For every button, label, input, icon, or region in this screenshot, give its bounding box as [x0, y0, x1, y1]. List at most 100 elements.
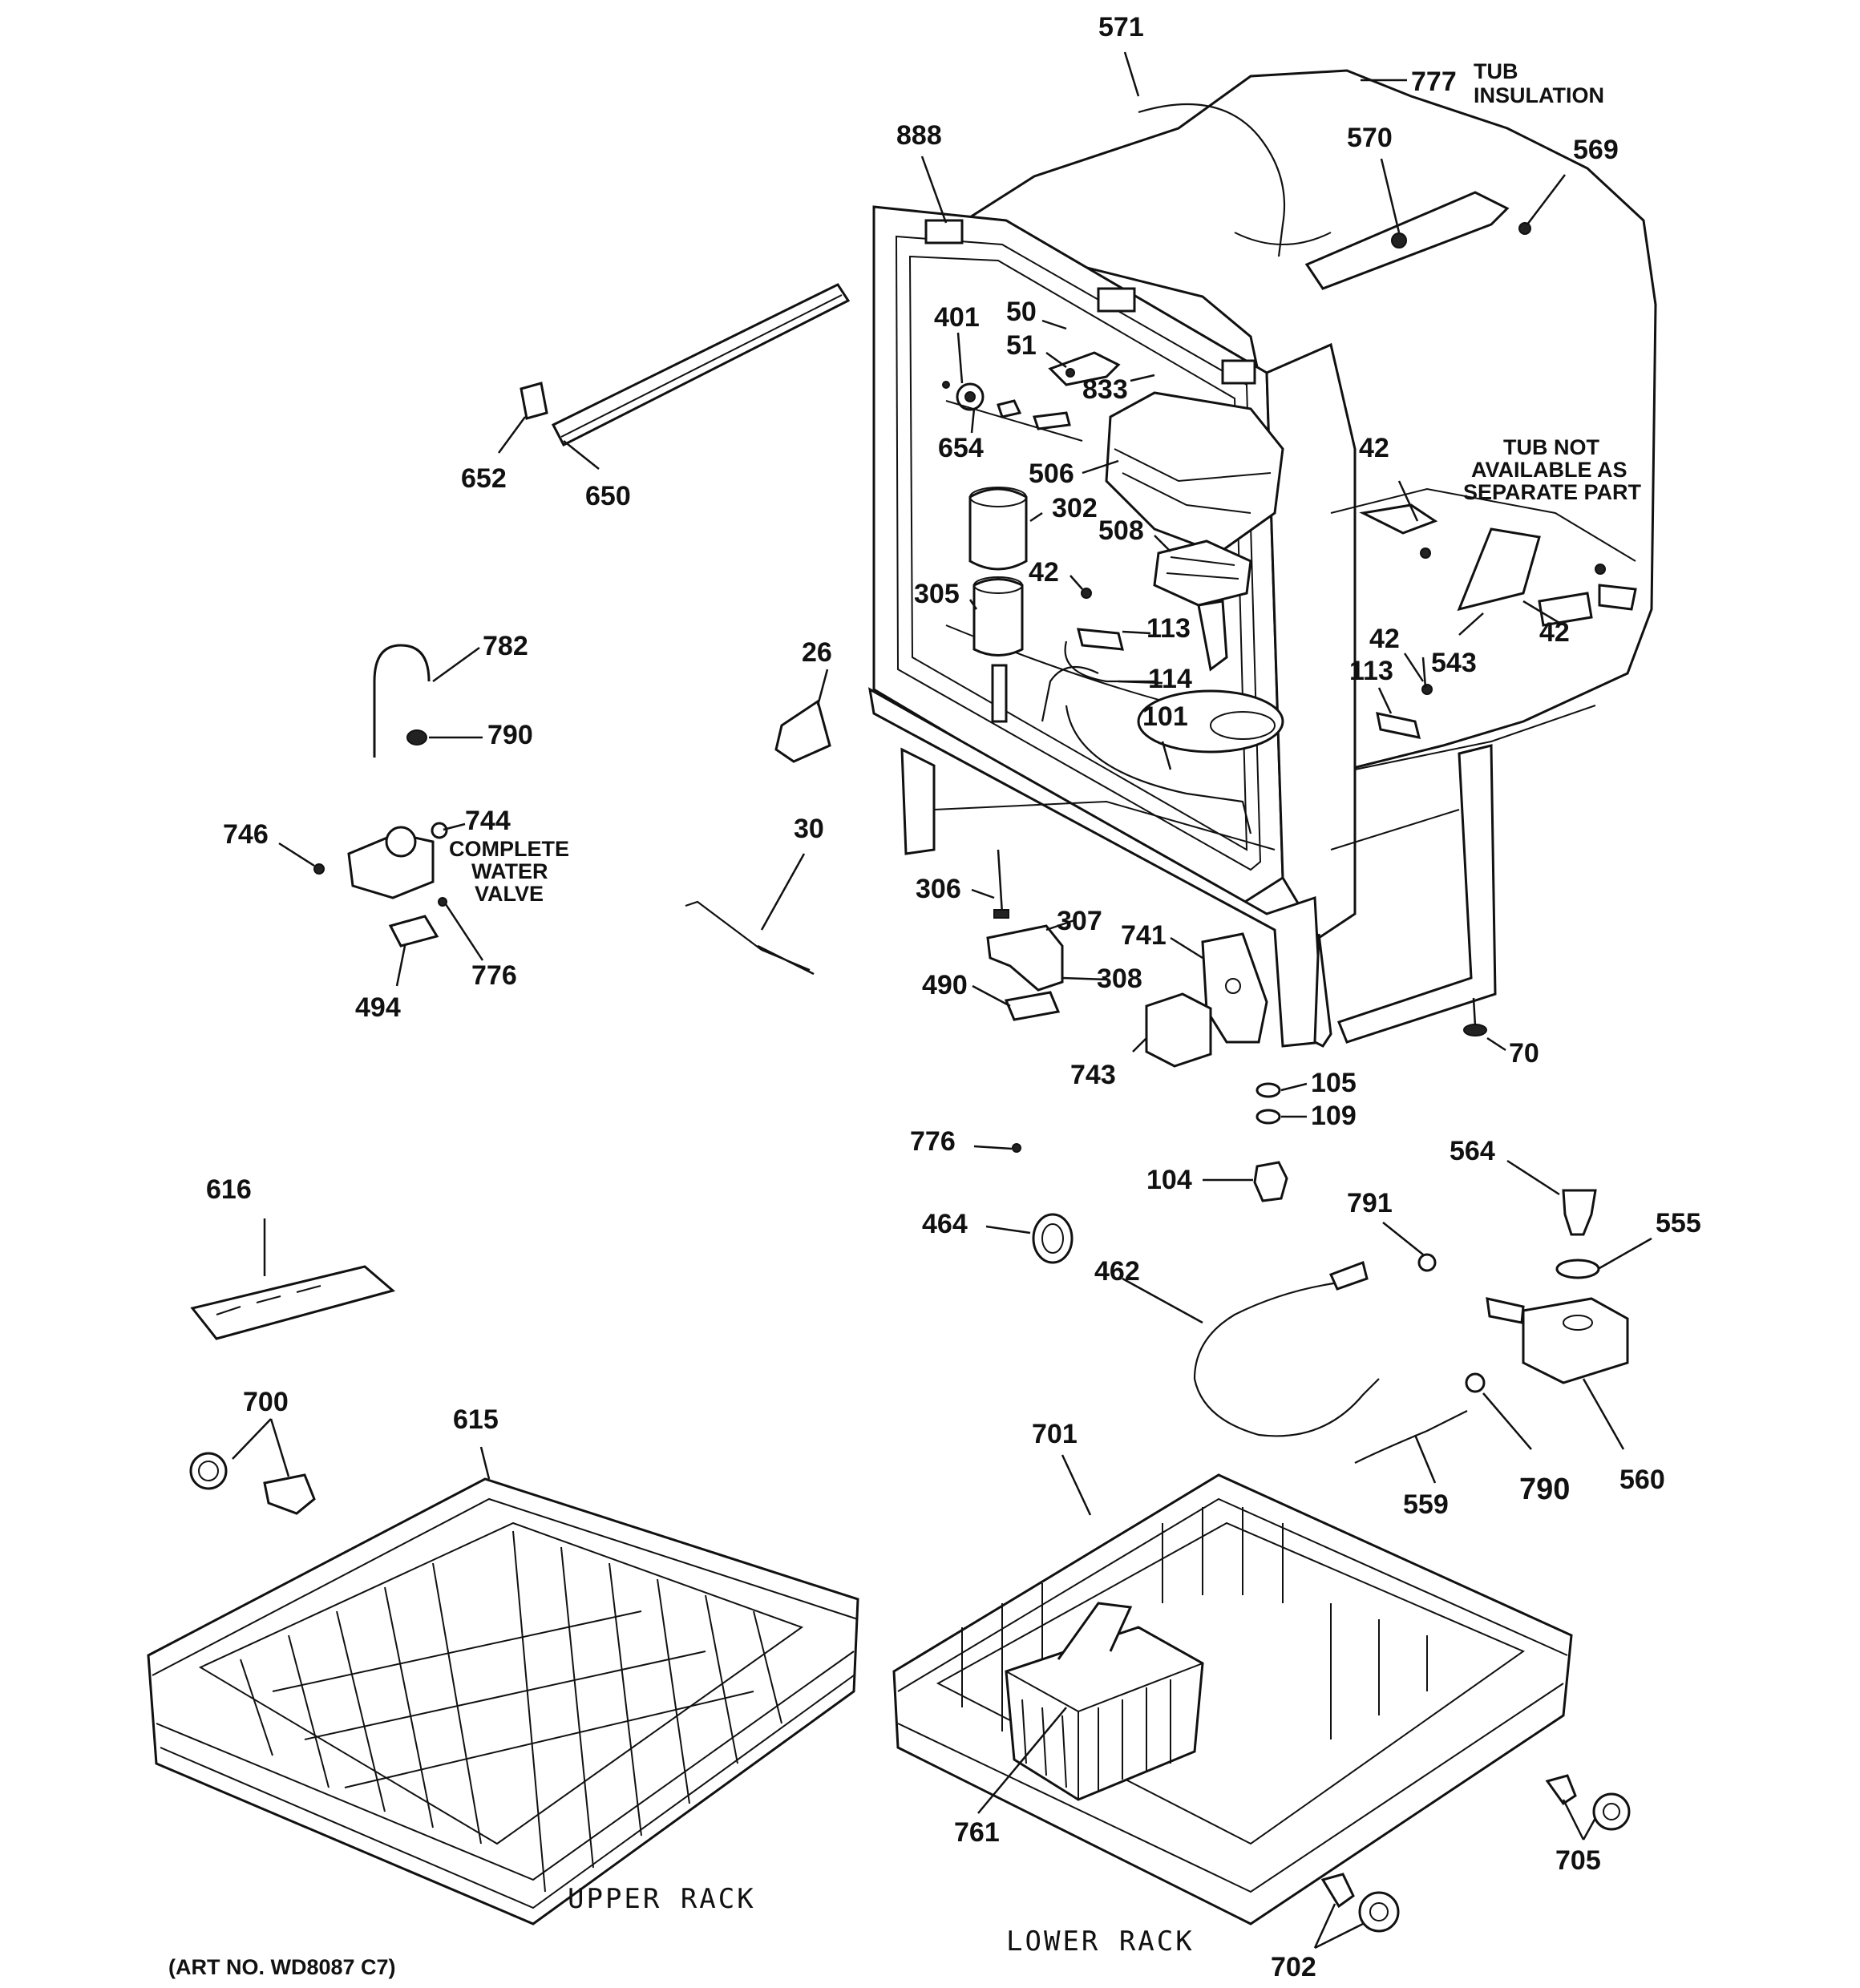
label-776a: 776	[471, 960, 517, 991]
label-652: 652	[461, 463, 507, 494]
label-616: 616	[206, 1174, 252, 1205]
label-776b: 776	[910, 1126, 956, 1157]
label-506: 506	[1029, 459, 1074, 489]
label-543: 543	[1431, 648, 1477, 678]
label-101: 101	[1142, 701, 1188, 732]
lower-spray-cylinder	[972, 578, 1024, 657]
label-555: 555	[1656, 1208, 1701, 1238]
label-105: 105	[1311, 1068, 1357, 1098]
lower-rack-caption: LOWER RACK	[1006, 1925, 1195, 1958]
label-494: 494	[355, 992, 401, 1023]
label-42b: 42	[1359, 433, 1389, 463]
leader-lines	[232, 51, 1652, 1950]
washer-109	[1256, 1109, 1281, 1125]
label-782: 782	[483, 631, 528, 661]
note-tub-not-line3: SEPARATE PART	[1463, 480, 1642, 504]
tub-vent-spring-hose	[1138, 103, 1286, 257]
upper-rack-caption: UPPER RACK	[568, 1883, 756, 1915]
o-ring	[1555, 1259, 1600, 1279]
door-switch-bracket	[986, 924, 1064, 992]
rack-roller	[189, 1452, 228, 1490]
label-42d: 42	[1369, 624, 1400, 654]
grommet	[1032, 1213, 1074, 1264]
label-42c: 42	[1539, 617, 1570, 648]
valve-bracket	[388, 915, 439, 948]
check-valve	[1562, 1189, 1597, 1236]
part-labels: 571 777 570 569 888 401 50 51 833 654 65…	[206, 12, 1701, 1982]
corner-cover	[774, 699, 831, 763]
door-switch	[1004, 991, 1061, 1021]
drain-hose	[1193, 1281, 1380, 1437]
spray-arm-manifold	[1105, 391, 1284, 555]
label-833: 833	[1082, 374, 1128, 405]
label-302: 302	[1052, 493, 1098, 523]
rack-wheel-702	[1358, 1891, 1400, 1933]
label-51: 51	[1006, 330, 1037, 361]
note-tub-insulation-line2: INSULATION	[1474, 83, 1604, 107]
label-571: 571	[1098, 12, 1144, 42]
label-307: 307	[1057, 906, 1102, 936]
terminal-box	[1145, 992, 1212, 1068]
rack-wheel-705	[1592, 1792, 1631, 1831]
label-744: 744	[465, 806, 511, 836]
label-109: 109	[1311, 1101, 1357, 1131]
label-308: 308	[1097, 964, 1142, 994]
label-560: 560	[1619, 1465, 1665, 1495]
label-777: 777	[1411, 67, 1457, 97]
label-743: 743	[1070, 1060, 1116, 1090]
control-bracket	[1201, 932, 1268, 1044]
label-305: 305	[914, 579, 960, 609]
label-113a: 113	[1146, 613, 1191, 644]
label-654: 654	[938, 433, 984, 463]
drain-fitting	[1253, 1161, 1288, 1202]
filter-screen	[1153, 539, 1252, 607]
label-701: 701	[1032, 1419, 1078, 1449]
label-741: 741	[1121, 920, 1167, 951]
door-gasket	[551, 283, 851, 447]
label-104: 104	[1146, 1165, 1192, 1195]
label-490: 490	[922, 970, 968, 1000]
label-508: 508	[1098, 515, 1144, 546]
door-spring	[685, 900, 811, 972]
label-564: 564	[1450, 1136, 1495, 1166]
gasket-end-cap	[520, 382, 548, 420]
label-650: 650	[585, 481, 631, 511]
label-790a: 790	[487, 720, 533, 750]
upper-spray-cylinder	[968, 487, 1028, 571]
label-42a: 42	[1029, 557, 1059, 588]
label-113b: 113	[1349, 656, 1393, 686]
note-tub-not-line2: AVAILABLE AS	[1471, 458, 1628, 482]
note-valve-line2: WATER	[471, 859, 548, 883]
label-761: 761	[954, 1817, 1000, 1848]
note-valve-line3: VALVE	[475, 882, 544, 906]
label-569: 569	[1573, 135, 1619, 165]
label-462: 462	[1094, 1256, 1140, 1287]
label-464: 464	[922, 1209, 968, 1239]
label-26: 26	[802, 637, 832, 668]
label-50: 50	[1006, 297, 1037, 327]
notes: TUB INSULATION TUB NOT AVAILABLE AS SEPA…	[449, 59, 1642, 906]
label-746: 746	[223, 819, 269, 850]
label-615: 615	[453, 1404, 499, 1435]
drain-pump	[1522, 1297, 1629, 1384]
art-number: (ART NO. WD8087 C7)	[168, 1955, 396, 1979]
label-306: 306	[916, 874, 961, 904]
label-30: 30	[794, 814, 824, 844]
washer-105	[1256, 1082, 1281, 1098]
label-790b: 790	[1519, 1473, 1570, 1506]
hose-clamp-791	[1417, 1253, 1437, 1272]
label-570: 570	[1347, 123, 1393, 153]
label-401: 401	[934, 302, 980, 333]
label-70: 70	[1509, 1038, 1539, 1069]
tub-assembly	[868, 69, 1657, 1048]
upper-rack	[147, 1477, 859, 1925]
pump-hose	[1354, 1410, 1468, 1464]
lower-rack	[892, 1473, 1573, 1925]
label-559: 559	[1403, 1489, 1449, 1520]
note-tub-insulation-line1: TUB	[1474, 59, 1518, 83]
label-705: 705	[1555, 1845, 1601, 1876]
label-700: 700	[243, 1387, 289, 1417]
silverware-basket	[1005, 1626, 1204, 1801]
